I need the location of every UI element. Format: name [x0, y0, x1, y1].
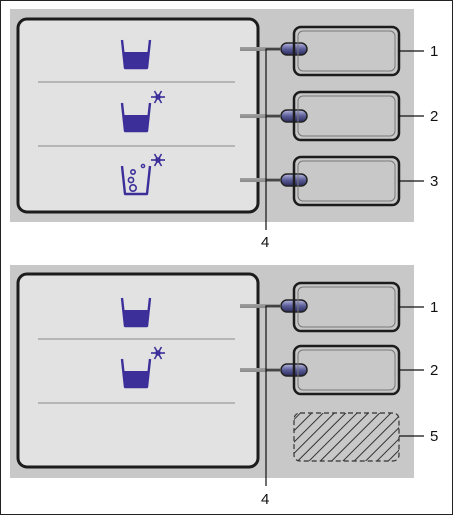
snowflake-icon [151, 346, 165, 360]
figure-1: 1 2 3 4 [10, 9, 438, 251]
hatched-blank-button [293, 412, 400, 462]
cup-cold-icon [120, 90, 165, 133]
display-screen [16, 272, 260, 469]
callout-number: 1 [430, 299, 438, 316]
button-inner-border [297, 30, 396, 72]
button-inner-border [297, 160, 396, 202]
button-inner-border [297, 95, 396, 137]
callout-leader-4 [265, 48, 280, 230]
callout-number: 4 [261, 234, 269, 251]
callout-number: 3 [430, 173, 438, 190]
snowflake-icon [151, 153, 165, 167]
callout-number: 1 [430, 43, 438, 60]
snowflake-icon [151, 90, 165, 104]
callout-leader-4 [265, 305, 280, 486]
callout-number: 2 [430, 362, 438, 379]
figure-2: 1 2 5 4 [10, 265, 438, 508]
callout-number: 2 [430, 108, 438, 125]
cup-cold-icon [120, 346, 165, 389]
cup-icon [120, 39, 152, 70]
callout-number: 4 [261, 491, 269, 508]
callout-number: 5 [430, 428, 438, 445]
cup-icon [120, 297, 152, 328]
button-inner-border [297, 349, 396, 391]
cup-sparkling-cold-icon [120, 153, 165, 196]
button-inner-border [297, 286, 396, 328]
